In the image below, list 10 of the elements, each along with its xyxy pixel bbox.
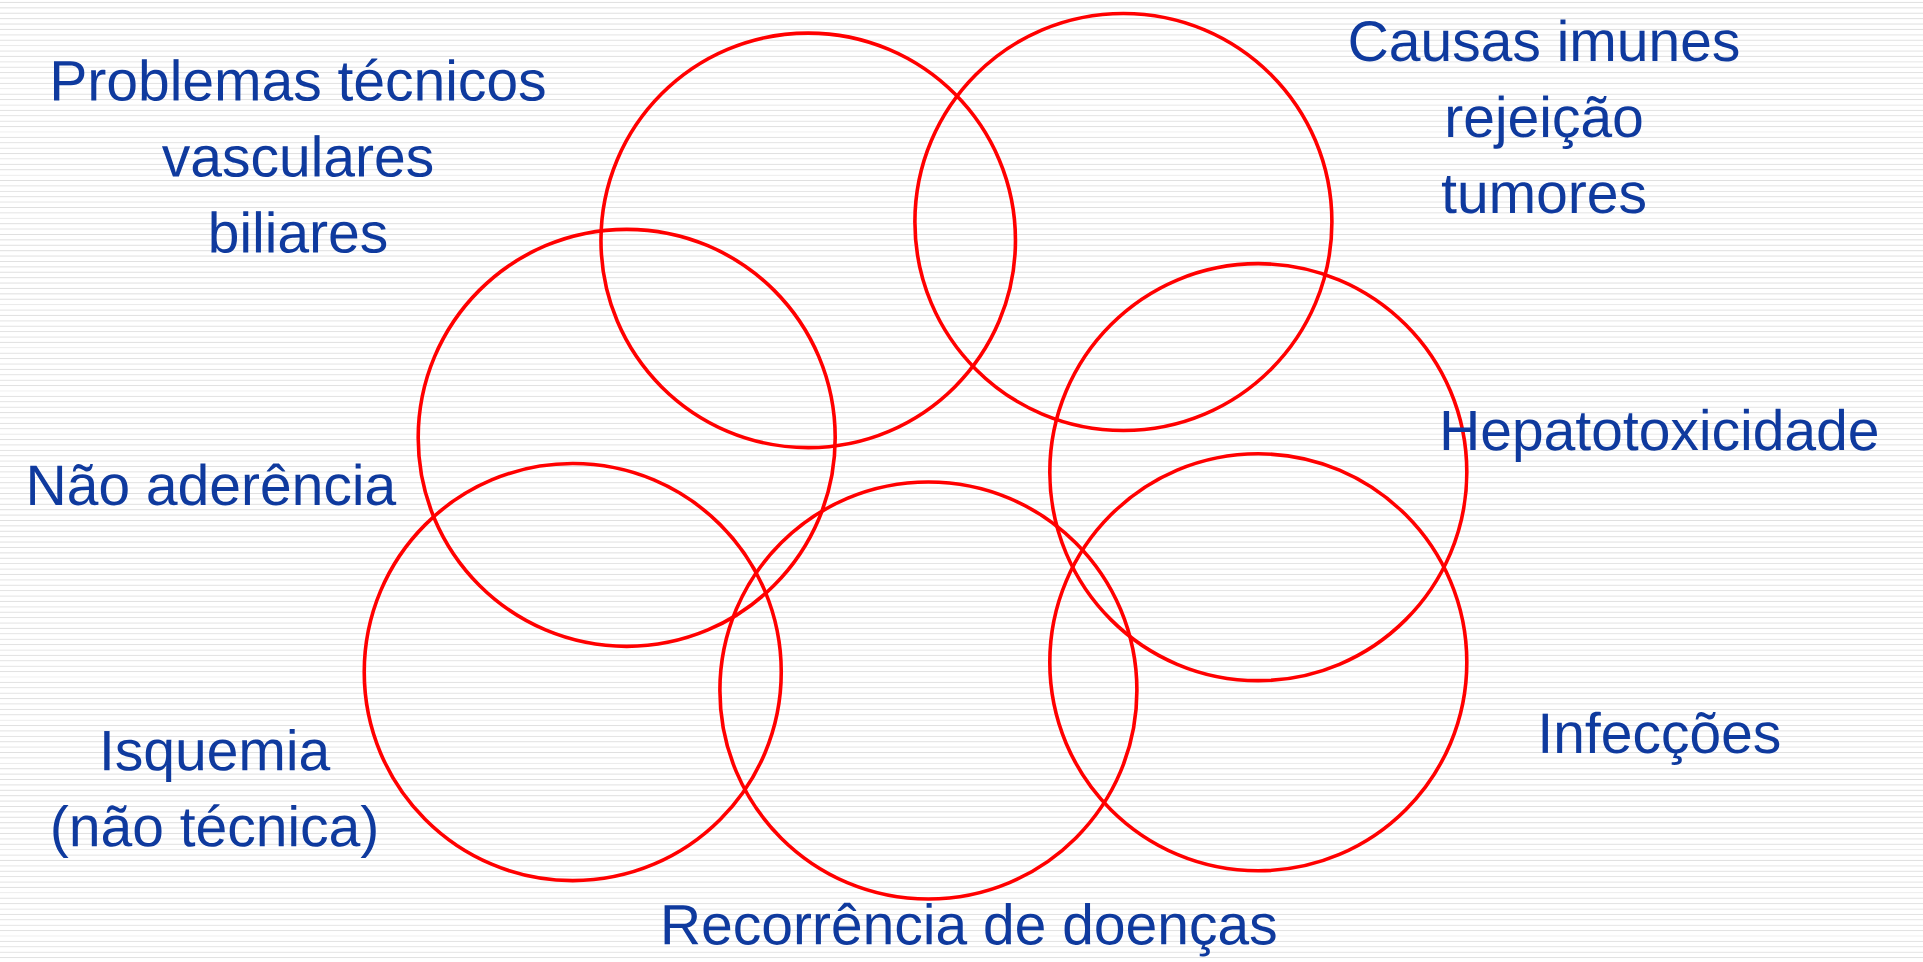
circle (599, 31, 1018, 450)
circle-label: Isquemia (não técnica) (53, 729, 376, 859)
circle-label: Não aderência (30, 463, 397, 506)
circle-label: Causas imunes rejeição tumores (1350, 19, 1739, 214)
circle-label: Problemas técnicos vasculares biliares (54, 58, 545, 254)
circle-label: Infecções (1542, 711, 1780, 766)
circle (416, 227, 837, 649)
circle-label: Recorrência de doenças (664, 903, 1276, 957)
circle (718, 480, 1139, 902)
circle (913, 11, 1334, 433)
